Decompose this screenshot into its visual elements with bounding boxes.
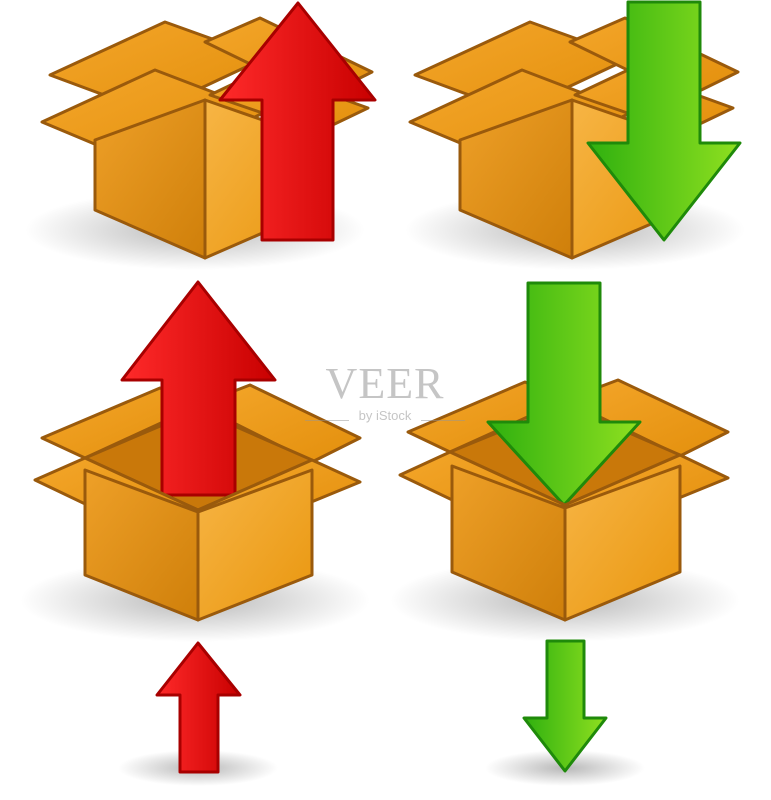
open-box-upload-icon (20, 280, 370, 642)
down-arrow-icon (485, 639, 645, 786)
box-upload-icon (25, 1, 377, 270)
up-arrow-icon (118, 641, 278, 786)
open-box-download-icon (390, 281, 740, 642)
box-download-icon (405, 0, 745, 270)
